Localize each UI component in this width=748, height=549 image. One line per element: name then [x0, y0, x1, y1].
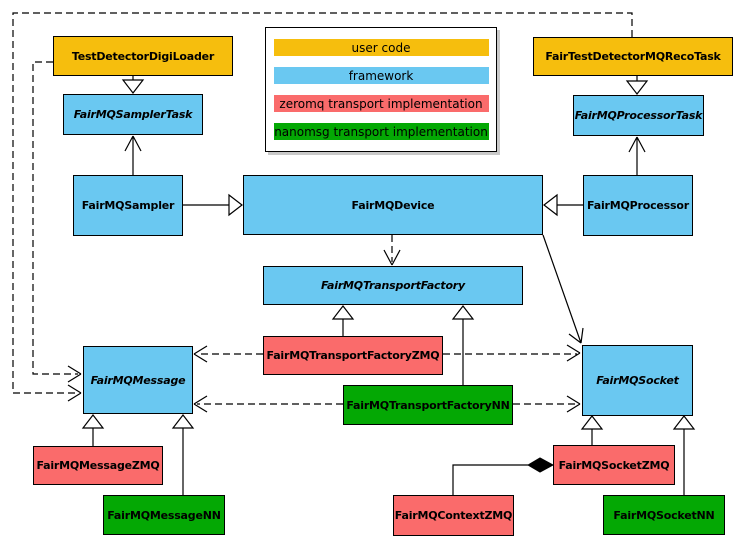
- dependency-arrow-tfzmq-message: [193, 345, 263, 363]
- inheritance-arrow-processor-device: [543, 193, 583, 217]
- association-arrow-processor-processortask: [628, 136, 646, 175]
- inheritance-arrow-tfzmq-transportfactory: [331, 305, 355, 336]
- dependency-arrow-tfzmq-socket: [443, 344, 581, 362]
- class-box-FairMQSocketNN: FairMQSocketNN: [603, 495, 725, 535]
- association-arrow-sampler-samplertask: [124, 135, 142, 175]
- class-box-FairMQTransportFactoryZMQ: FairMQTransportFactoryZMQ: [263, 336, 443, 375]
- class-box-TestDetectorDigiLoader: TestDetectorDigiLoader: [53, 36, 233, 76]
- legend-item-nanomsg: nanomsg transport implementation: [273, 123, 489, 140]
- class-box-FairMQSampler: FairMQSampler: [73, 175, 183, 236]
- inheritance-arrow-tfnn-transportfactory: [451, 305, 475, 385]
- inheritance-arrow-digiloader-samplertask: [121, 76, 145, 94]
- class-box-FairMQDevice: FairMQDevice: [243, 175, 543, 235]
- legend-item-framework: framework: [273, 67, 489, 84]
- class-box-FairMQSamplerTask: FairMQSamplerTask: [63, 94, 203, 135]
- inheritance-arrow-recotask-processortask: [625, 76, 649, 95]
- class-box-FairTestDetectorMQRecoTask: FairTestDetectorMQRecoTask: [533, 37, 733, 76]
- class-box-FairMQTransportFactory: FairMQTransportFactory: [263, 266, 523, 305]
- inheritance-arrow-socketnn-socket: [672, 415, 696, 495]
- class-box-FairMQContextZMQ: FairMQContextZMQ: [393, 495, 514, 536]
- class-box-FairMQMessage: FairMQMessage: [83, 346, 193, 414]
- dependency-arrow-device-transportfactory: [383, 235, 401, 266]
- dependency-arrow-tfnn-socket: [513, 395, 581, 413]
- class-box-FairMQSocketZMQ: FairMQSocketZMQ: [553, 445, 675, 485]
- composition-arrow-contextzmq-socketzmq: [452, 457, 555, 495]
- inheritance-arrow-sampler-device: [183, 193, 243, 217]
- class-box-FairMQSocket: FairMQSocket: [582, 345, 693, 416]
- class-box-FairMQProcessorTask: FairMQProcessorTask: [573, 95, 704, 136]
- legend: user code framework zeromq transport imp…: [265, 27, 497, 152]
- association-arrow-device-socket: [542, 234, 584, 344]
- dependency-arrow-tfnn-message: [193, 395, 343, 413]
- class-box-FairMQMessageNN: FairMQMessageNN: [103, 495, 225, 535]
- inheritance-arrow-socketzmq-socket: [580, 415, 604, 445]
- legend-item-zeromq: zeromq transport implementation: [273, 95, 489, 112]
- class-box-FairMQTransportFactoryNN: FairMQTransportFactoryNN: [343, 385, 513, 425]
- class-box-FairMQProcessor: FairMQProcessor: [583, 175, 693, 236]
- inheritance-arrow-messagezmq-message: [81, 414, 105, 446]
- inheritance-arrow-messagenn-message: [171, 414, 195, 495]
- class-box-FairMQMessageZMQ: FairMQMessageZMQ: [33, 446, 163, 485]
- legend-item-user-code: user code: [273, 39, 489, 56]
